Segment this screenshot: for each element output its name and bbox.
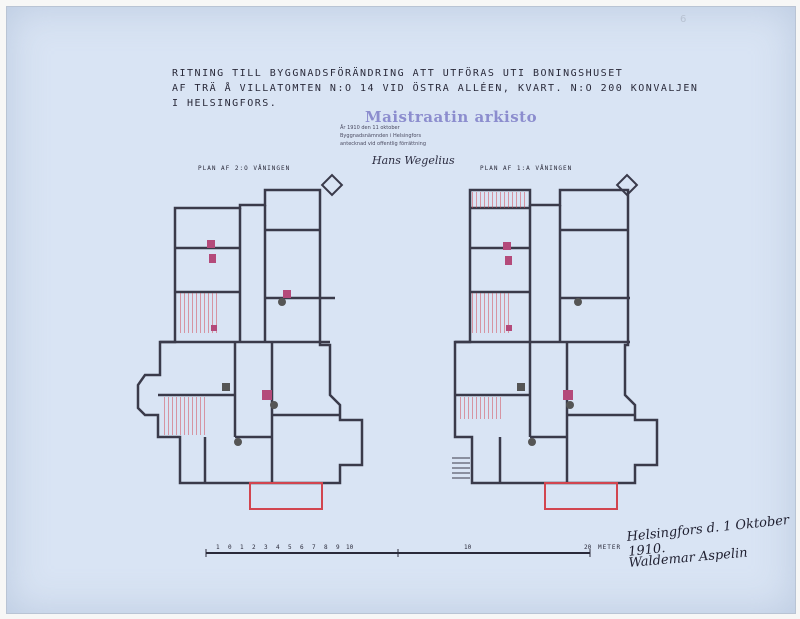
- scale-end: 20: [584, 544, 592, 551]
- fixtures-left: [207, 240, 291, 400]
- scale-num: 8: [324, 544, 328, 551]
- stair-right-lower: [457, 397, 502, 419]
- official-signature: Hans Wegelius: [372, 154, 455, 167]
- approval-stamp-text: År 1910 den 11 oktober Byggnadsnämnden i…: [340, 124, 426, 148]
- scale-num: 10: [346, 544, 354, 551]
- stoves-left: [222, 298, 286, 446]
- scale-num: 1: [240, 544, 244, 551]
- scale-num: 7: [312, 544, 316, 551]
- fixtures-right: [503, 242, 573, 400]
- bay-right: [615, 173, 639, 197]
- veranda-right: [544, 482, 618, 510]
- stair-right-upper: [472, 293, 512, 333]
- plan-right-label: Plan af 1:a våningen: [480, 165, 573, 172]
- plan-left: [136, 188, 364, 485]
- corner-mark: 6: [680, 14, 687, 25]
- plan-left-label: Plan af 2:o våningen: [198, 165, 291, 172]
- stoves-right: [517, 298, 582, 446]
- veranda-left: [249, 482, 323, 510]
- plan-right: [453, 188, 659, 485]
- scale-num: 3: [264, 544, 268, 551]
- scale-mid: 10: [464, 544, 472, 551]
- scale-num: 4: [276, 544, 280, 551]
- stair-left-lower: [162, 397, 207, 435]
- scale-num: 9: [336, 544, 340, 551]
- entry-steps-right: [452, 457, 470, 479]
- scale-bar: [205, 549, 591, 557]
- scale-unit: Meter: [598, 544, 622, 551]
- drawing-title: Ritning till byggnadsförändring att utfö…: [172, 66, 699, 111]
- scale-num: 6: [300, 544, 304, 551]
- bay-left: [320, 173, 344, 197]
- archive-stamp: Maistraatin arkisto: [365, 108, 538, 126]
- blueprint-sheet: [6, 6, 796, 614]
- scale-num: 5: [288, 544, 292, 551]
- title-line-2: af trä å villatomten n:o 14 vid Östra Al…: [172, 83, 699, 94]
- scale-num: 0: [228, 544, 232, 551]
- scale-num: 2: [252, 544, 256, 551]
- title-line-3: i Helsingfors.: [172, 98, 278, 109]
- title-line-1: Ritning till byggnadsförändring att utfö…: [172, 68, 624, 79]
- stamp-line-2: Byggnadsnämnden i Helsingfors: [340, 133, 422, 139]
- scale-num: 1: [216, 544, 220, 551]
- stamp-line-1: År 1910 den 11 oktober: [340, 125, 400, 131]
- stair-right-top: [472, 192, 528, 208]
- stamp-line-3: antecknad vid offentlig förrättning: [340, 141, 427, 147]
